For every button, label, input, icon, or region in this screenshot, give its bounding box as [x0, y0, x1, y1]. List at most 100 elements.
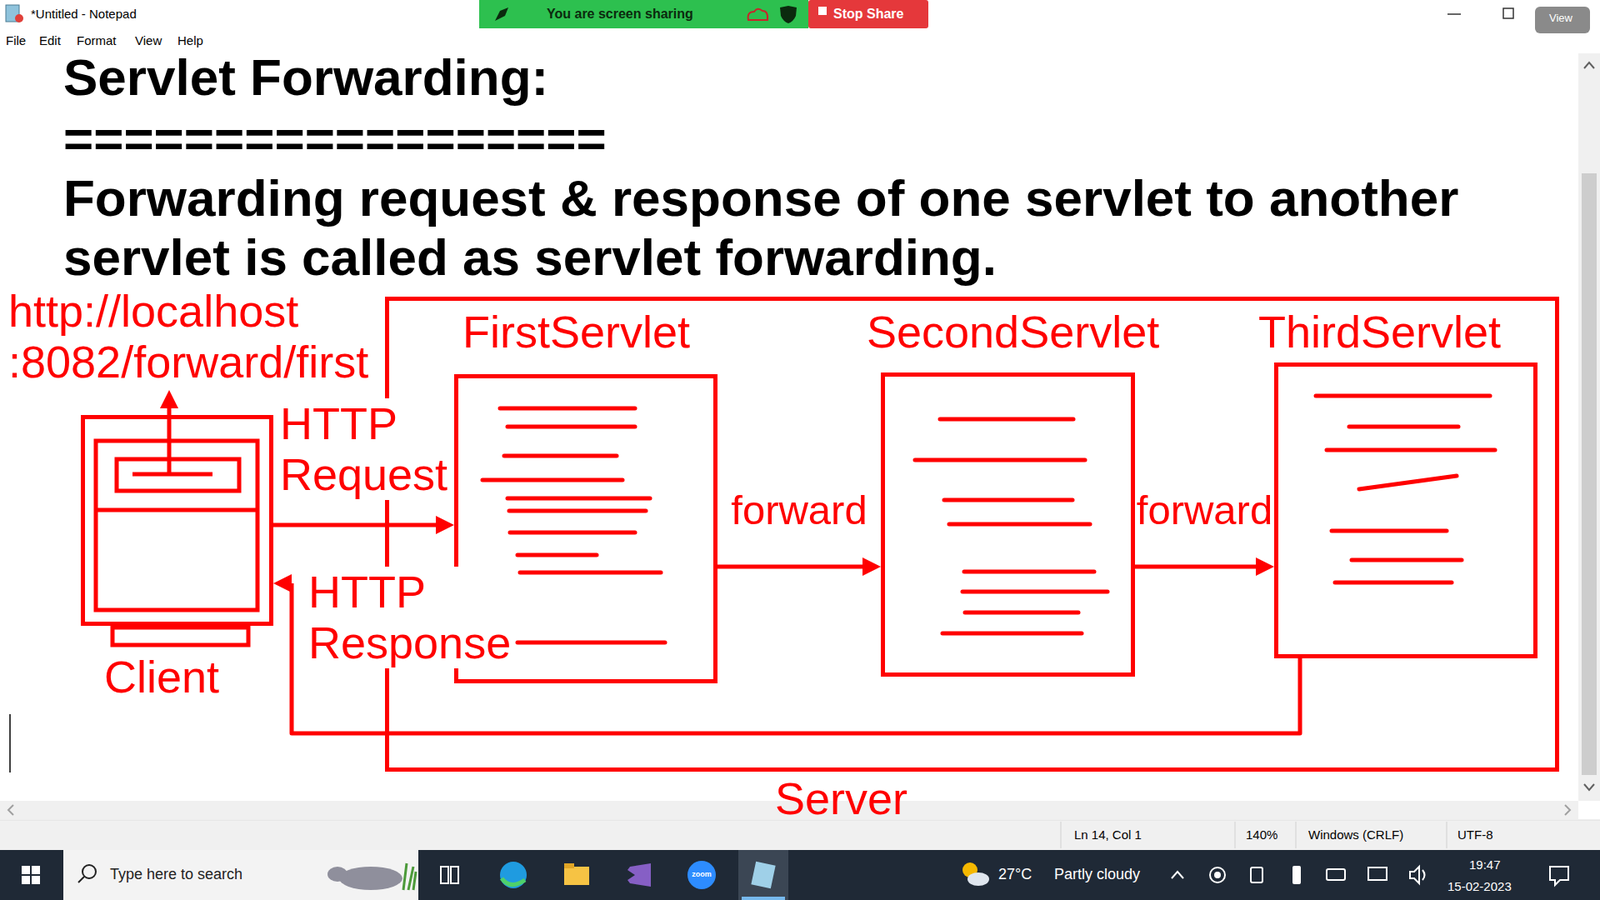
url-note: http://localhost :8082/forward/first	[8, 285, 382, 388]
tray-icon	[1250, 867, 1263, 883]
client-computer: Client	[80, 415, 274, 626]
node-label: Client	[104, 651, 220, 703]
arrowhead	[273, 574, 292, 593]
menu-item: File	[5, 33, 26, 48]
search-icon	[82, 865, 96, 879]
status-text: Ln 14, Col 1	[1074, 827, 1142, 842]
minimize-icon	[1447, 13, 1461, 15]
search-icon	[78, 876, 85, 883]
servlet-box: SecondServlet	[880, 372, 1135, 677]
page-title: Servlet Forwarding:	[63, 47, 549, 107]
node-label: Server	[775, 773, 908, 825]
task-view-icon	[450, 866, 459, 884]
active-app-underline	[741, 896, 785, 900]
client-monitor	[95, 440, 258, 645]
text-caret	[9, 714, 11, 773]
cloud-icon	[748, 9, 768, 20]
scroll-down-arrow	[1584, 784, 1595, 790]
servlet-box: ThirdServlet	[1274, 362, 1538, 659]
active-app-highlight	[738, 850, 789, 900]
definition-text: Forwarding request & response of one ser…	[63, 168, 1530, 287]
arrowhead	[862, 557, 881, 576]
notepad-icon	[750, 861, 775, 889]
server-box: ServerFirstServletSecondServletThirdServ…	[385, 296, 1560, 772]
status-separator	[1295, 821, 1297, 849]
window-title: *Untitled - Notepad	[30, 6, 137, 21]
weather-text: Partly cloudy	[1054, 865, 1140, 884]
search-box	[63, 850, 419, 900]
edge-icon	[500, 861, 527, 889]
task-view-icon	[440, 866, 449, 884]
recording-dot	[15, 14, 24, 23]
status-bar	[0, 820, 1600, 850]
vertical-scrollbar	[1578, 53, 1600, 801]
sharing-bar	[479, 0, 809, 29]
scroll-up-arrow	[1584, 62, 1595, 69]
code-scribbles	[482, 395, 1495, 643]
edge-label: forward	[729, 487, 869, 534]
clock-date: 15-02-2023	[1447, 879, 1512, 894]
restore-icon	[1503, 8, 1514, 19]
stop-icon	[818, 6, 827, 15]
hippo-picture	[339, 866, 403, 890]
app-icon-text: zoom	[685, 870, 719, 879]
node-label: FirstServlet	[462, 306, 690, 358]
hippo-picture	[327, 866, 348, 882]
scroll-thumb	[1581, 173, 1597, 775]
weather-text: 27°C	[998, 865, 1032, 884]
tray-icon	[1214, 871, 1221, 879]
status-separator	[1235, 821, 1236, 849]
menu-item: Format	[76, 33, 117, 48]
button-label: Stop Share	[833, 6, 904, 22]
edge-label: forward	[1135, 487, 1275, 534]
node-label: SecondServlet	[866, 306, 1160, 358]
edge-label: HTTP Request	[278, 398, 450, 500]
menu-item: Edit	[39, 33, 61, 48]
weather-cloud	[967, 872, 990, 886]
connector-line	[1135, 565, 1256, 570]
tray-icon	[1292, 865, 1301, 885]
clock-time: 19:47	[1469, 857, 1501, 872]
arrowhead	[435, 515, 455, 535]
grass-picture	[403, 863, 416, 890]
search-placeholder: Type here to search	[110, 865, 243, 884]
heading-underline: ==================	[63, 109, 607, 169]
arrowhead	[1255, 557, 1275, 576]
connector-line	[717, 565, 863, 570]
pin-icon	[495, 7, 509, 21]
tray-icon	[1210, 867, 1225, 883]
scroll-left-arrow	[8, 805, 14, 815]
visual-studio-icon	[627, 863, 651, 887]
status-text: Windows (CRLF)	[1308, 827, 1404, 842]
explorer-icon	[564, 863, 575, 869]
menu-item: View	[135, 33, 162, 48]
scroll-right-arrow	[1565, 805, 1570, 815]
status-separator	[1446, 821, 1448, 849]
edge-label: HTTP Response	[306, 566, 513, 669]
shield-icon	[780, 5, 797, 24]
tray-chevron	[1171, 871, 1184, 879]
notification-icon	[1550, 866, 1569, 885]
status-text: UTF-8	[1457, 827, 1494, 842]
connector-arrow	[1135, 557, 1275, 576]
sharing-status: You are screen sharing	[546, 6, 694, 22]
taskbar	[0, 850, 1600, 900]
node-label: ThirdServlet	[1258, 306, 1501, 358]
explorer-icon	[564, 866, 590, 885]
zoom-view-button	[1535, 6, 1590, 34]
battery-icon	[1326, 869, 1345, 880]
network-icon	[1368, 867, 1387, 880]
connector-line	[273, 523, 436, 528]
status-text: 140%	[1245, 827, 1278, 842]
status-separator	[1060, 821, 1062, 849]
url-leader-arrowhead	[160, 390, 179, 409]
edge-icon	[501, 878, 525, 885]
title-bar	[0, 0, 1600, 29]
windows-logo	[21, 865, 40, 885]
stop-share-button	[808, 0, 929, 29]
speaker-icon	[1410, 866, 1425, 884]
button-label: View	[1549, 12, 1573, 25]
connector-arrow	[273, 515, 455, 535]
connector-arrow	[717, 557, 881, 576]
menu-item: Help	[177, 33, 204, 48]
